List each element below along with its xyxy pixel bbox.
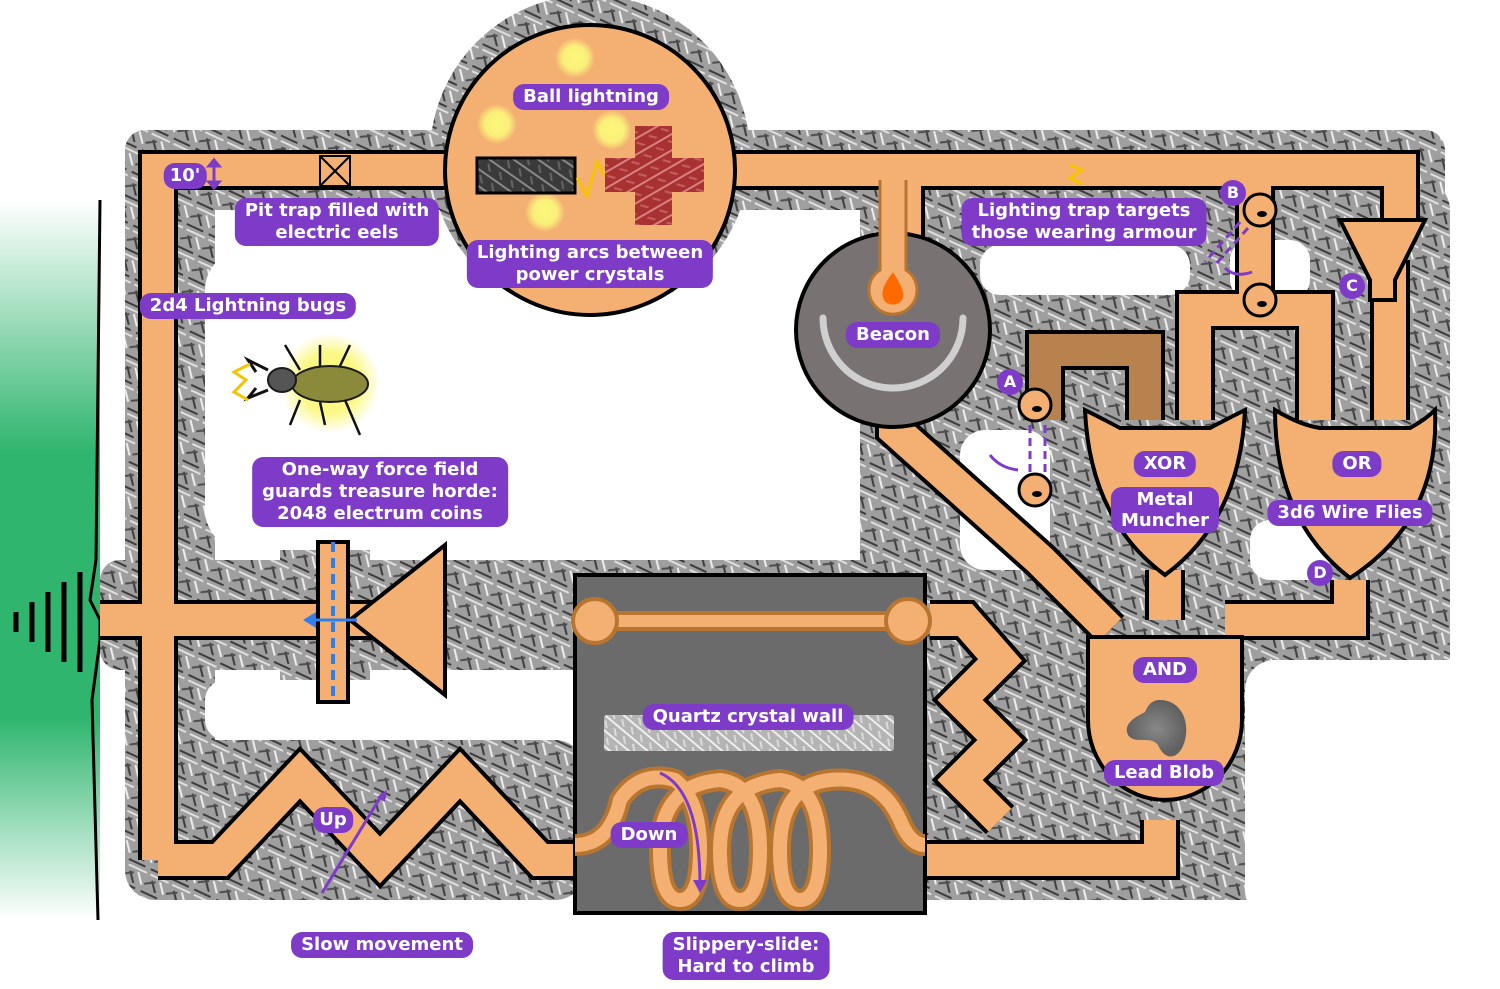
switch-marker-a: A [997, 369, 1023, 395]
beacon-label: Beacon [846, 322, 940, 348]
lead-blob-label: Lead Blob [1103, 760, 1225, 786]
negative-crystal [475, 156, 577, 195]
switch-marker-d: D [1307, 560, 1333, 586]
and-gate-label: AND [1133, 657, 1197, 683]
switch-arrow-icon [988, 266, 1253, 472]
down-label: Down [610, 822, 688, 848]
or-gate-label: OR [1332, 451, 1382, 477]
slow-movement-label: Slow movement [291, 932, 473, 958]
switch-marker-c: C [1339, 273, 1365, 299]
and-gate [1086, 635, 1244, 802]
funnel [1336, 218, 1429, 302]
up-label: Up [313, 807, 353, 833]
ball-lightning-orb [477, 104, 517, 144]
xor-gate-label: XOR [1133, 451, 1197, 477]
power-crystals-label: Lighting arcs between power crystals [466, 240, 714, 288]
down-arrow-icon [659, 771, 702, 886]
lead-blob-icon [1126, 700, 1187, 757]
lever-switch-icon [1017, 192, 1278, 508]
ball-lightning-orb [592, 110, 632, 150]
lightning-bolt-icon [575, 158, 606, 200]
signal-waves-icon [13, 572, 83, 672]
lightning-trap-label: Lighting trap targets those wearing armo… [961, 198, 1207, 246]
wire-flies-label: 3d6 Wire Flies [1267, 500, 1433, 526]
height-marker-label: 10' [163, 163, 207, 189]
force-field [303, 540, 447, 704]
one-way-arrow-icon [303, 612, 316, 628]
lightning-bugs-label: 2d4 Lightning bugs [139, 293, 357, 319]
switch-marker-b: B [1220, 180, 1246, 206]
ball-lightning-orb [555, 38, 595, 78]
stag-beetle-icon [231, 333, 380, 436]
lightning-bolt-icon [1067, 163, 1086, 186]
positive-crystal [605, 126, 704, 225]
pit-trap-icon [319, 155, 351, 187]
quartz-wall-label: Quartz crystal wall [642, 704, 854, 730]
quartz-chamber [571, 573, 932, 915]
slide-label: Slippery-slide: Hard to climb [662, 932, 830, 980]
ball-lightning-orb [525, 192, 565, 232]
pit-trap-label: Pit trap filled with electric eels [234, 198, 440, 246]
ball-lightning-label: Ball lightning [513, 84, 669, 110]
switch-path-dashed [1028, 221, 1250, 472]
switch-handle-icon [1032, 211, 1267, 497]
force-field-label: One-way force field guards treasure hord… [252, 457, 508, 527]
height-arrow-icon [205, 157, 223, 191]
lightning-bolt-icon [231, 362, 251, 402]
exit-zone [0, 200, 100, 920]
metal-muncher-label: Metal Muncher [1110, 487, 1220, 533]
fire-icon [882, 272, 904, 305]
up-arrow-icon [320, 790, 387, 894]
